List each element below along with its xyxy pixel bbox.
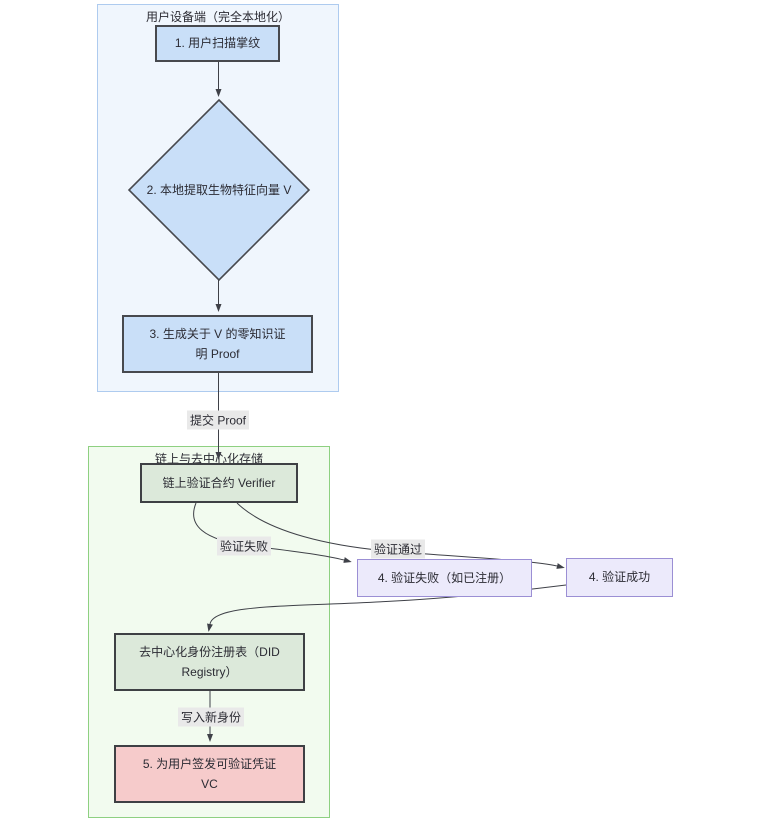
node-scan-palm-label: 1. 用户扫描掌纹: [174, 36, 261, 51]
node-extract-vector-label: 2. 本地提取生物特征向量 V: [146, 182, 292, 197]
node-generate-zkp-line1: 3. 生成关于 V 的零知识证: [149, 326, 286, 341]
node-verify-success-label: 4. 验证成功: [588, 570, 651, 585]
cluster-user-device-label: 用户设备端（完全本地化）: [145, 10, 290, 24]
node-verifier-contract: 链上验证合约 Verifier: [140, 463, 298, 503]
node-verifier-contract-label: 链上验证合约 Verifier: [162, 475, 276, 490]
node-did-registry-line1: 去中心化身份注册表（DID: [139, 644, 280, 659]
node-extract-vector-label-wrap: 2. 本地提取生物特征向量 V: [119, 178, 319, 202]
node-issue-vc: 5. 为用户签发可验证凭证 VC: [114, 745, 305, 803]
node-scan-palm: 1. 用户扫描掌纹: [155, 25, 280, 62]
edge-label-write-identity: 写入新身份: [177, 707, 245, 727]
node-generate-zkp: 3. 生成关于 V 的零知识证 明 Proof: [122, 315, 313, 373]
node-did-registry-line2: Registry）: [181, 665, 238, 679]
node-did-registry: 去中心化身份注册表（DID Registry）: [114, 633, 305, 691]
node-verify-success: 4. 验证成功: [566, 558, 673, 597]
edge-label-submit-proof: 提交 Proof: [186, 410, 250, 430]
edge-label-verify-pass: 验证通过: [370, 539, 426, 559]
node-verify-failed-label: 4. 验证失败（如已注册）: [377, 570, 512, 585]
node-issue-vc-line1: 5. 为用户签发可验证凭证: [142, 756, 277, 771]
edge-label-verify-fail: 验证失败: [216, 536, 272, 556]
node-generate-zkp-line2: 明 Proof: [195, 347, 240, 361]
node-issue-vc-line2: VC: [201, 777, 218, 791]
cluster-onchain-storage-label: 链上与去中心化存储: [154, 452, 263, 466]
node-verify-failed: 4. 验证失败（如已注册）: [357, 559, 532, 597]
